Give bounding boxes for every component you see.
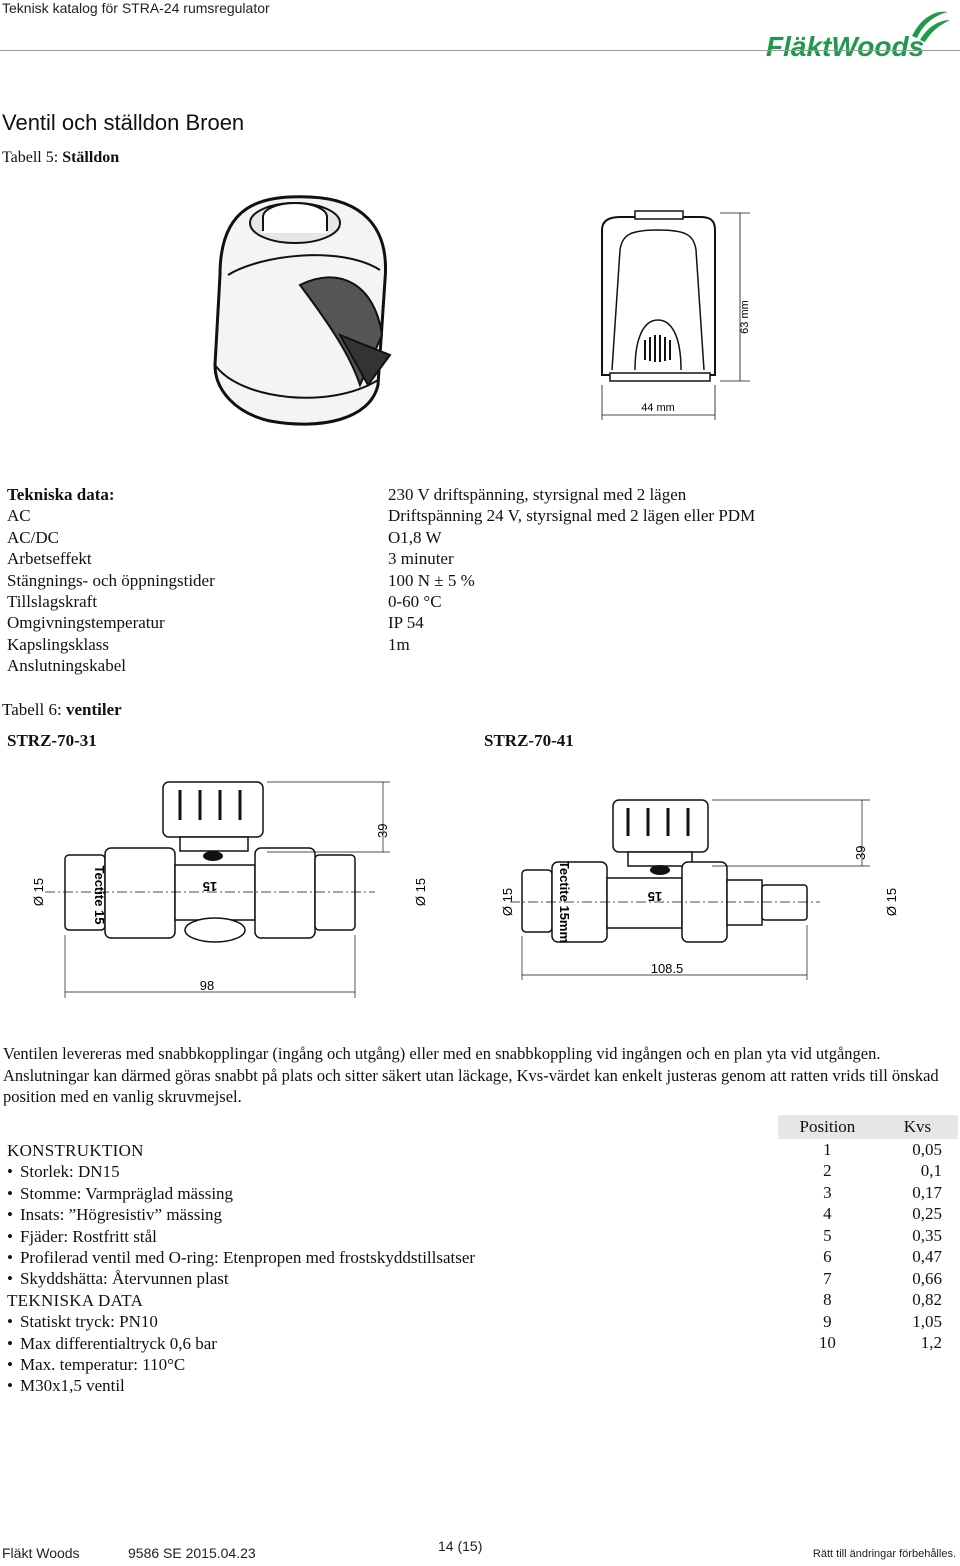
position-cell: 7 xyxy=(823,1268,832,1288)
kvs-cell: 0,1 xyxy=(920,1161,942,1181)
kvs-header-position: Position xyxy=(778,1115,877,1139)
footer-doc-number: 9586 SE 2015.04.23 xyxy=(128,1545,256,1561)
flaktwoods-logo: FläktWoods xyxy=(766,11,950,62)
kvs-cell: 1,05 xyxy=(912,1311,942,1331)
footer-company: Fläkt Woods xyxy=(2,1545,80,1561)
tech-values: 230 V driftspänning, styrsignal med 2 lä… xyxy=(388,484,755,655)
tech-value: 0-60 °C xyxy=(388,592,442,612)
construction-item: Insats: ”Högresistiv” mässing xyxy=(7,1204,475,1225)
tech-label: AC/DC xyxy=(7,527,59,547)
tech-value: 100 N ± 5 % xyxy=(388,570,475,590)
kvs-cell: 0,17 xyxy=(912,1182,942,1202)
tech-label: Tillslagskraft xyxy=(7,592,98,612)
kvs-header-kvs: Kvs xyxy=(876,1115,958,1139)
technical-data-heading: TEKNISKA DATA xyxy=(7,1290,144,1310)
valve-2-name: STRZ-70-41 xyxy=(484,731,574,750)
kvs-cell: 0,47 xyxy=(912,1247,942,1267)
valve-2-inlet-diameter: Ø 15 xyxy=(500,888,515,916)
valve-2-height-label: 39 xyxy=(853,846,868,860)
construction-item: Fjäder: Rostfritt stål xyxy=(7,1226,475,1247)
actuator-dimension-drawing: 63 mm 44 mm xyxy=(601,210,751,420)
position-cell: 1 xyxy=(823,1139,832,1159)
kvs-cell: 0,05 xyxy=(912,1139,942,1159)
kvs-cell: 0,35 xyxy=(912,1225,942,1245)
table6-caption: Tabell 6: ventiler xyxy=(2,700,122,719)
tech-label: Anslutningskabel xyxy=(7,656,126,676)
position-cell: 4 xyxy=(823,1204,832,1224)
tech-label: Kapslingsklass xyxy=(7,634,109,654)
position-cell: 5 xyxy=(823,1225,832,1245)
position-cell: 2 xyxy=(823,1161,832,1181)
construction-item: Stomme: Varmpräglad mässing xyxy=(7,1183,475,1204)
construction-item: Skyddshätta: Återvunnen plast xyxy=(7,1268,475,1289)
position-cell: 10 xyxy=(818,1333,836,1353)
kvs-cell: 1,2 xyxy=(920,1333,942,1353)
position-cell: 9 xyxy=(823,1311,832,1331)
valve-1-inlet-diameter: Ø 15 xyxy=(31,878,46,906)
tech-value: O1,8 W xyxy=(388,527,442,547)
valve-1-name: STRZ-70-31 xyxy=(7,731,97,750)
kvs-cell: 0,82 xyxy=(912,1290,942,1310)
description-paragraph: Ventilen levereras med snabbkopplingar (… xyxy=(3,1044,939,1106)
construction-list: KONSTRUKTION Storlek: DN15 Stomme: Varmp… xyxy=(7,1140,475,1397)
tech-label: Omgivningstemperatur xyxy=(7,613,165,633)
valve-1-length-label: 98 xyxy=(200,978,214,993)
tech-label: Arbetseffekt xyxy=(7,549,92,569)
valve-1-body-text: Tectite 15 xyxy=(92,865,107,924)
valve-1-height-label: 39 xyxy=(375,824,390,838)
header-divider xyxy=(0,50,960,51)
footer-page-number: 14 (15) xyxy=(438,1538,483,1554)
footer-rights: Rätt till ändringar förbehålles. xyxy=(812,1548,956,1560)
section-title: Ventil och ställdon Broen xyxy=(2,110,245,135)
position-cell: 8 xyxy=(823,1290,832,1310)
valve-2-body-text: Tectite 15mm xyxy=(557,861,572,943)
construction-item: Storlek: DN15 xyxy=(7,1161,475,1182)
technical-data-item: Max. temperatur: 110°C xyxy=(7,1354,475,1375)
technical-data-item: Statiskt tryck: PN10 xyxy=(7,1311,475,1332)
valve-1-position-text: 15 xyxy=(203,879,217,894)
construction-item: Profilerad ventil med O-ring: Etenpropen… xyxy=(7,1247,475,1268)
tech-label: AC xyxy=(7,506,31,526)
kvs-cell: 0,25 xyxy=(912,1204,942,1224)
actuator-photo xyxy=(213,195,392,426)
tech-value: 3 minuter xyxy=(388,549,454,569)
tech-value: IP 54 xyxy=(388,613,424,633)
width-dimension-label: 44 mm xyxy=(641,402,675,414)
valve-2-drawing: Tectite 15mm 15 39 Ø 15 Ø 15 108.5 xyxy=(500,799,899,980)
brand-text: FläktWoods xyxy=(766,31,924,62)
valve-2-position-text: 15 xyxy=(648,889,662,904)
height-dimension-label: 63 mm xyxy=(739,300,751,334)
technical-data-item: M30x1,5 ventil xyxy=(7,1375,475,1396)
valve-2-outlet-diameter: Ø 15 xyxy=(884,888,899,916)
tech-heading: Tekniska data: xyxy=(7,485,115,504)
valve-1-drawing: Tectite 15 15 39 Ø 15 Ø 15 98 xyxy=(31,781,428,998)
tech-value: 230 V driftspänning, styrsignal med 2 lä… xyxy=(388,485,687,504)
kvs-cell: 0,66 xyxy=(912,1268,942,1288)
tech-label: Stängnings- och öppningstider xyxy=(7,570,215,590)
tech-value: Driftspänning 24 V, styrsignal med 2 läg… xyxy=(388,506,756,526)
position-cell: 6 xyxy=(823,1247,832,1267)
position-cell: 3 xyxy=(823,1182,832,1202)
construction-heading: KONSTRUKTION xyxy=(7,1141,144,1160)
valve-1-outlet-diameter: Ø 15 xyxy=(413,878,428,906)
table5-caption: Tabell 5: Ställdon xyxy=(2,149,120,166)
tech-labels: Tekniska data: AC AC/DC Arbetseffekt Stä… xyxy=(7,484,215,677)
document-header-title: Teknisk katalog för STRA-24 rumsregulato… xyxy=(2,0,270,16)
valve-2-length-label: 108.5 xyxy=(651,961,684,976)
technical-data-item: Max differentialtryck 0,6 bar xyxy=(7,1333,475,1354)
tech-value: 1m xyxy=(388,634,410,654)
